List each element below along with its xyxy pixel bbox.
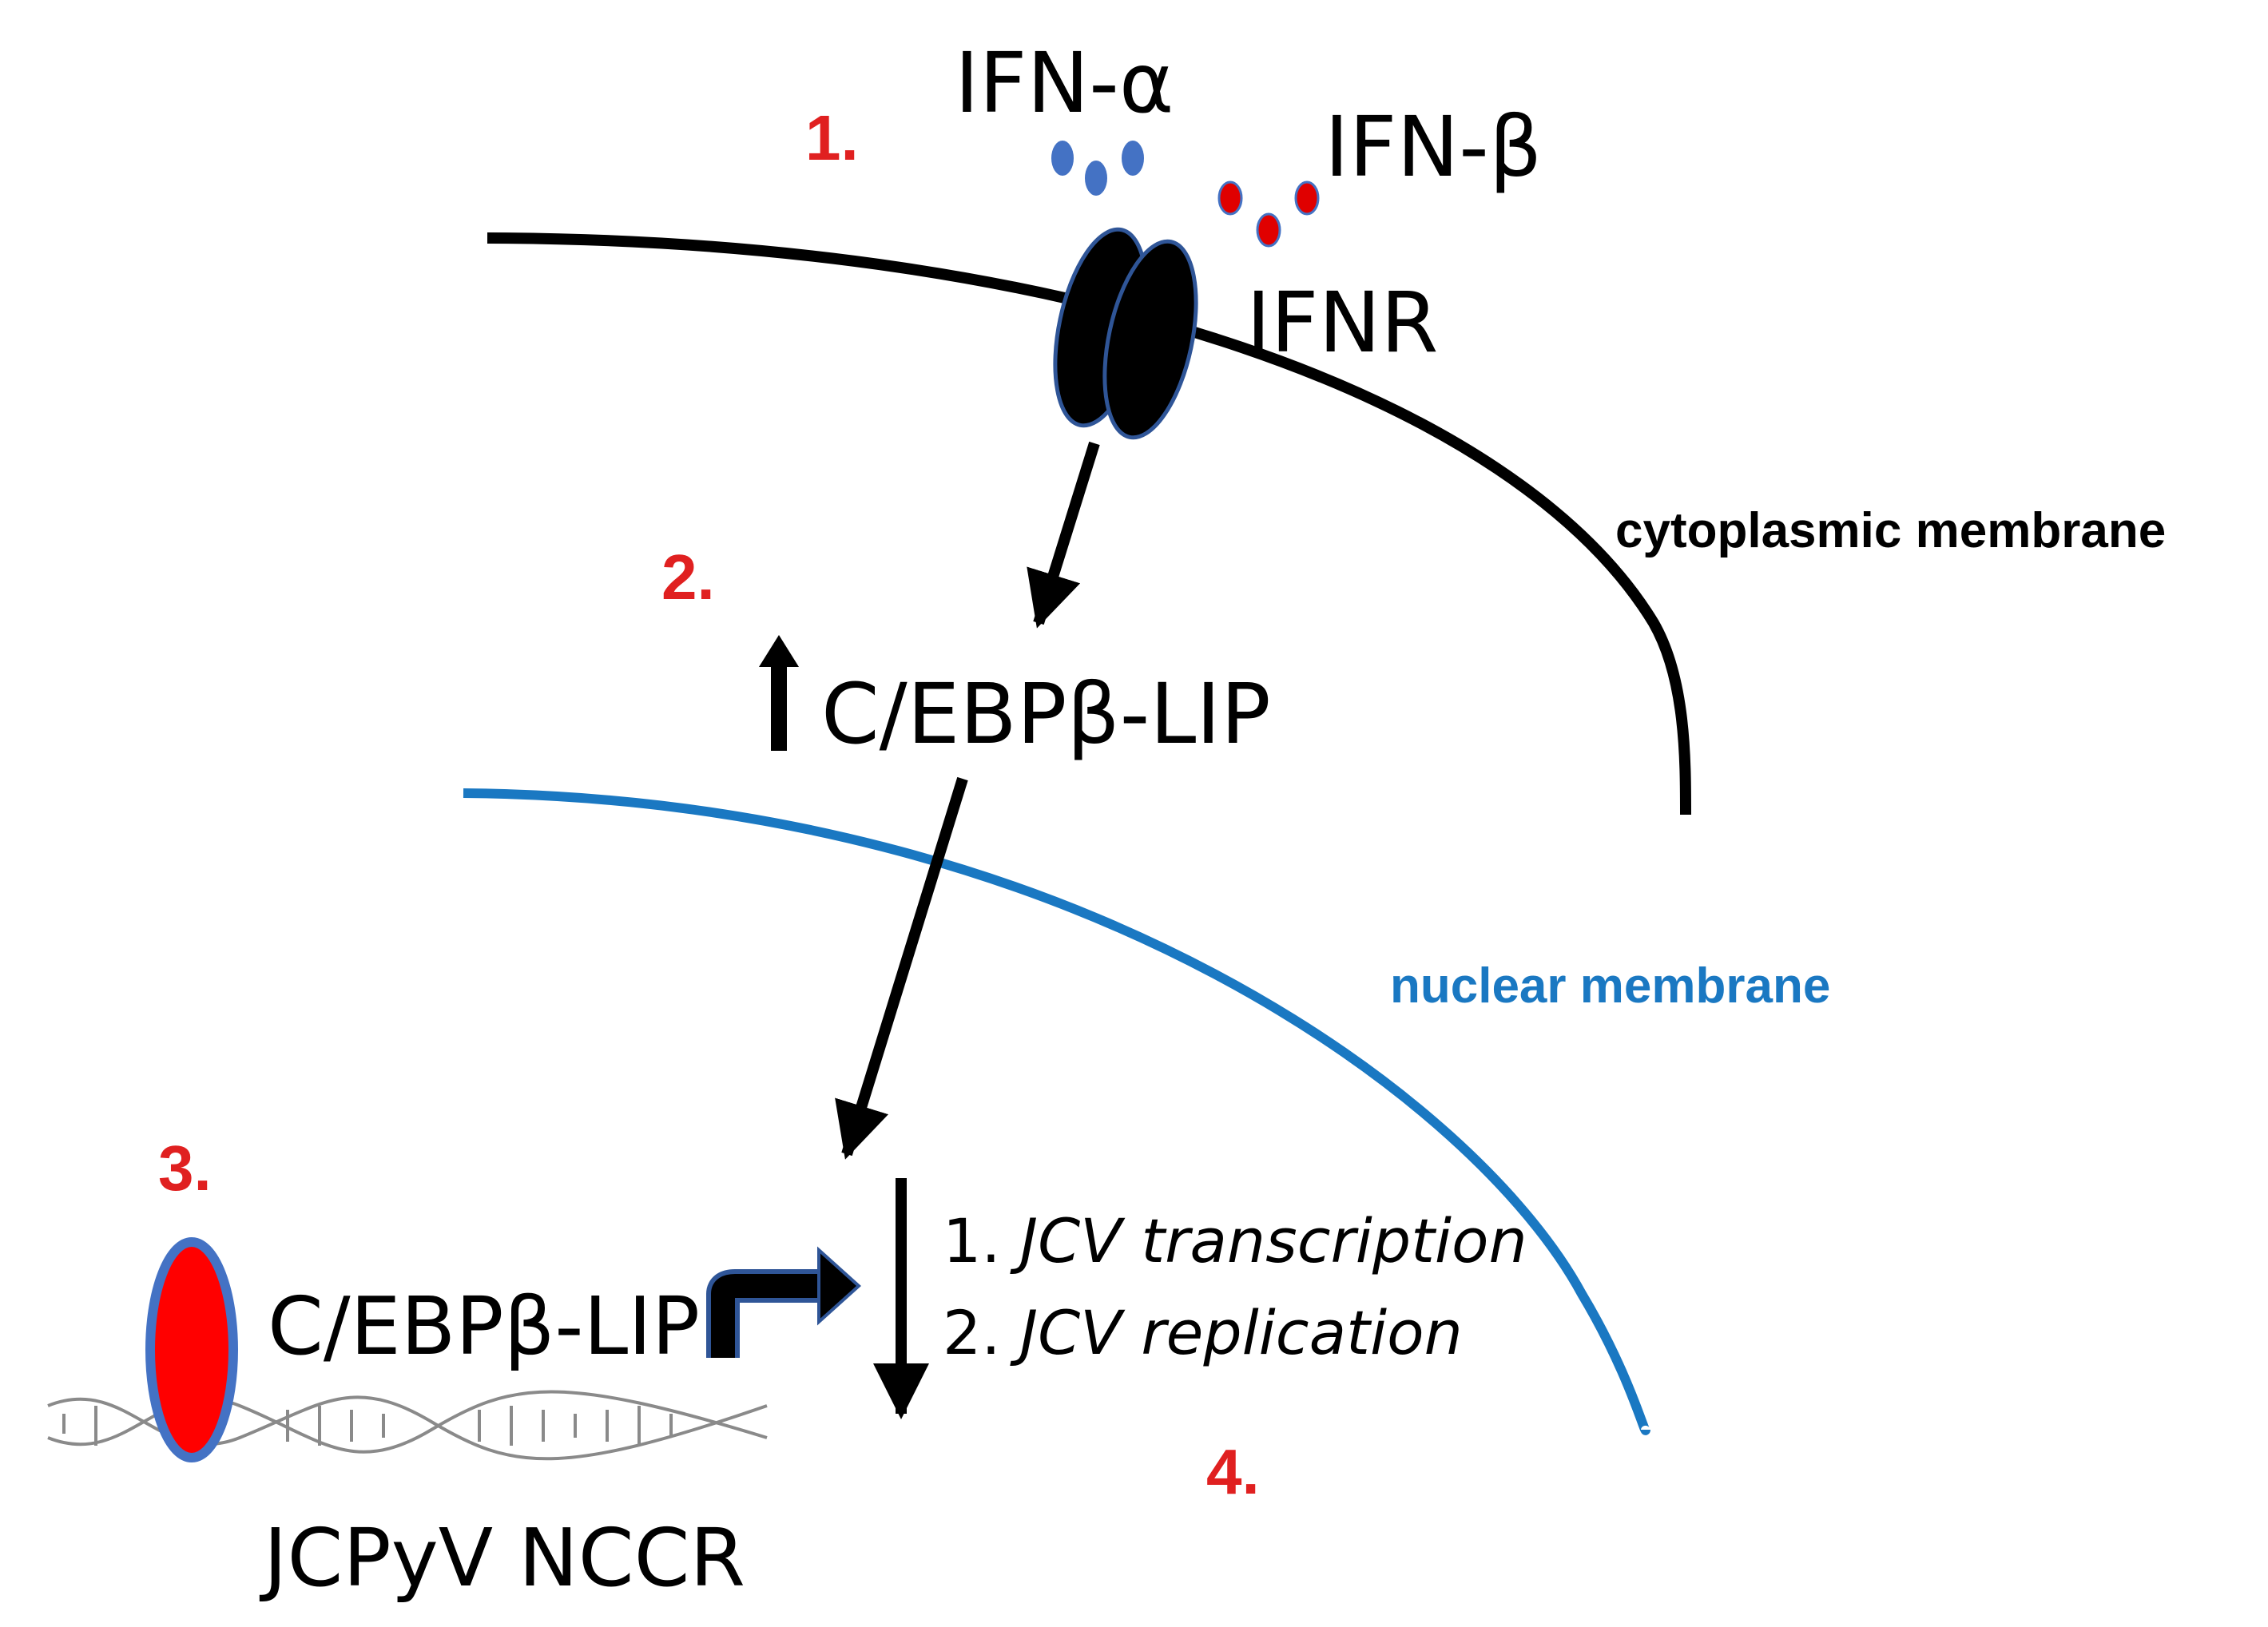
step-1-label: 1. (805, 102, 859, 173)
dna-helix-icon (47, 1390, 768, 1461)
ifn-alpha-dot (1085, 161, 1107, 196)
ifn-alpha-label: IFN-α (955, 34, 1174, 132)
cytoplasmic-membrane-label: cytoplasmic membrane (1615, 503, 2166, 558)
cytoplasmic-membrane-line (487, 232, 1691, 815)
ifnr-receptor (1053, 227, 1198, 440)
nuclear-membrane-line (463, 788, 1650, 1435)
step-2-label: 2. (661, 542, 715, 613)
cebp-lip-bound-label: C/EBPβ-LIP (268, 1280, 700, 1373)
ifn-beta-label: IFN-β (1325, 98, 1542, 196)
outcome-transcription: 1. JCV transcription (943, 1205, 1527, 1276)
up-arrow-icon (759, 635, 799, 751)
lip-to-nucleus-arrow (835, 776, 968, 1160)
bent-arrow-icon (706, 1246, 861, 1358)
ifn-beta-dot (1256, 212, 1281, 248)
step-3-label: 3. (158, 1133, 212, 1204)
ifn-beta-dot (1217, 181, 1243, 216)
ifn-alpha-dot (1122, 141, 1144, 176)
ifn-alpha-dot (1051, 141, 1074, 176)
ifn-beta-ligands (1217, 181, 1320, 248)
cebp-lip-protein (145, 1237, 238, 1462)
receptor-to-lip-arrow (1027, 441, 1100, 629)
ifn-beta-dot (1294, 181, 1320, 216)
jcpyv-nccr-label: JCPyV NCCR (259, 1511, 745, 1605)
ifnr-label: IFNR (1246, 274, 1439, 371)
cebp-lip-induced-label: C/EBPβ-LIP (821, 665, 1271, 763)
outcome-replication: 2. JCV replication (943, 1297, 1463, 1368)
nuclear-membrane-label: nuclear membrane (1390, 958, 1830, 1014)
step-4-label: 4. (1206, 1436, 1260, 1507)
ifn-alpha-ligands (1051, 141, 1144, 196)
